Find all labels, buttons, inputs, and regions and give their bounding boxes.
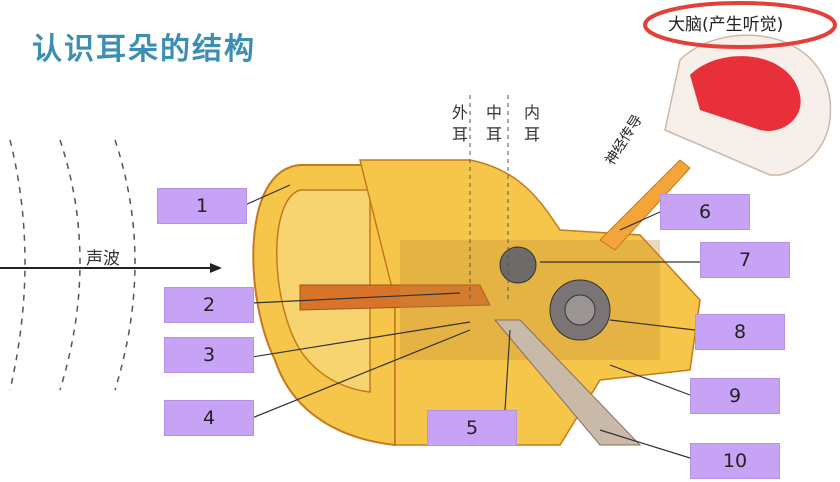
label-box-6: 6 xyxy=(660,194,750,230)
region-label-inner: 内耳 xyxy=(521,104,540,148)
brain-highlight-ring xyxy=(643,1,837,49)
leader-lines xyxy=(244,184,700,459)
ossicles xyxy=(499,246,537,284)
cochlea-inner xyxy=(564,294,596,326)
brain xyxy=(690,56,801,131)
sound-waves xyxy=(9,139,136,391)
label-box-9: 9 xyxy=(690,378,780,414)
brain-label: 大脑(产生听觉) xyxy=(668,15,784,35)
sound-arrowhead xyxy=(210,263,222,273)
label-box-1: 1 xyxy=(157,188,247,224)
label-box-5: 5 xyxy=(427,410,517,446)
ear-canal xyxy=(299,284,491,311)
auditory-nerve xyxy=(599,159,691,251)
page-title: 认识耳朵的结构 xyxy=(32,32,256,67)
region-dividers xyxy=(469,95,509,300)
eustachian-tube xyxy=(493,319,642,446)
label-box-10: 10 xyxy=(690,443,780,479)
label-box-7: 7 xyxy=(700,242,790,278)
region-label-middle: 中耳 xyxy=(483,104,502,148)
label-box-4: 4 xyxy=(164,400,254,436)
bone-region xyxy=(359,159,701,446)
label-box-8: 8 xyxy=(695,314,785,350)
label-box-3: 3 xyxy=(164,337,254,373)
region-label-outer: 外耳 xyxy=(449,104,468,148)
sound-wave-label: 声波 xyxy=(86,249,120,269)
label-box-2: 2 xyxy=(164,287,254,323)
